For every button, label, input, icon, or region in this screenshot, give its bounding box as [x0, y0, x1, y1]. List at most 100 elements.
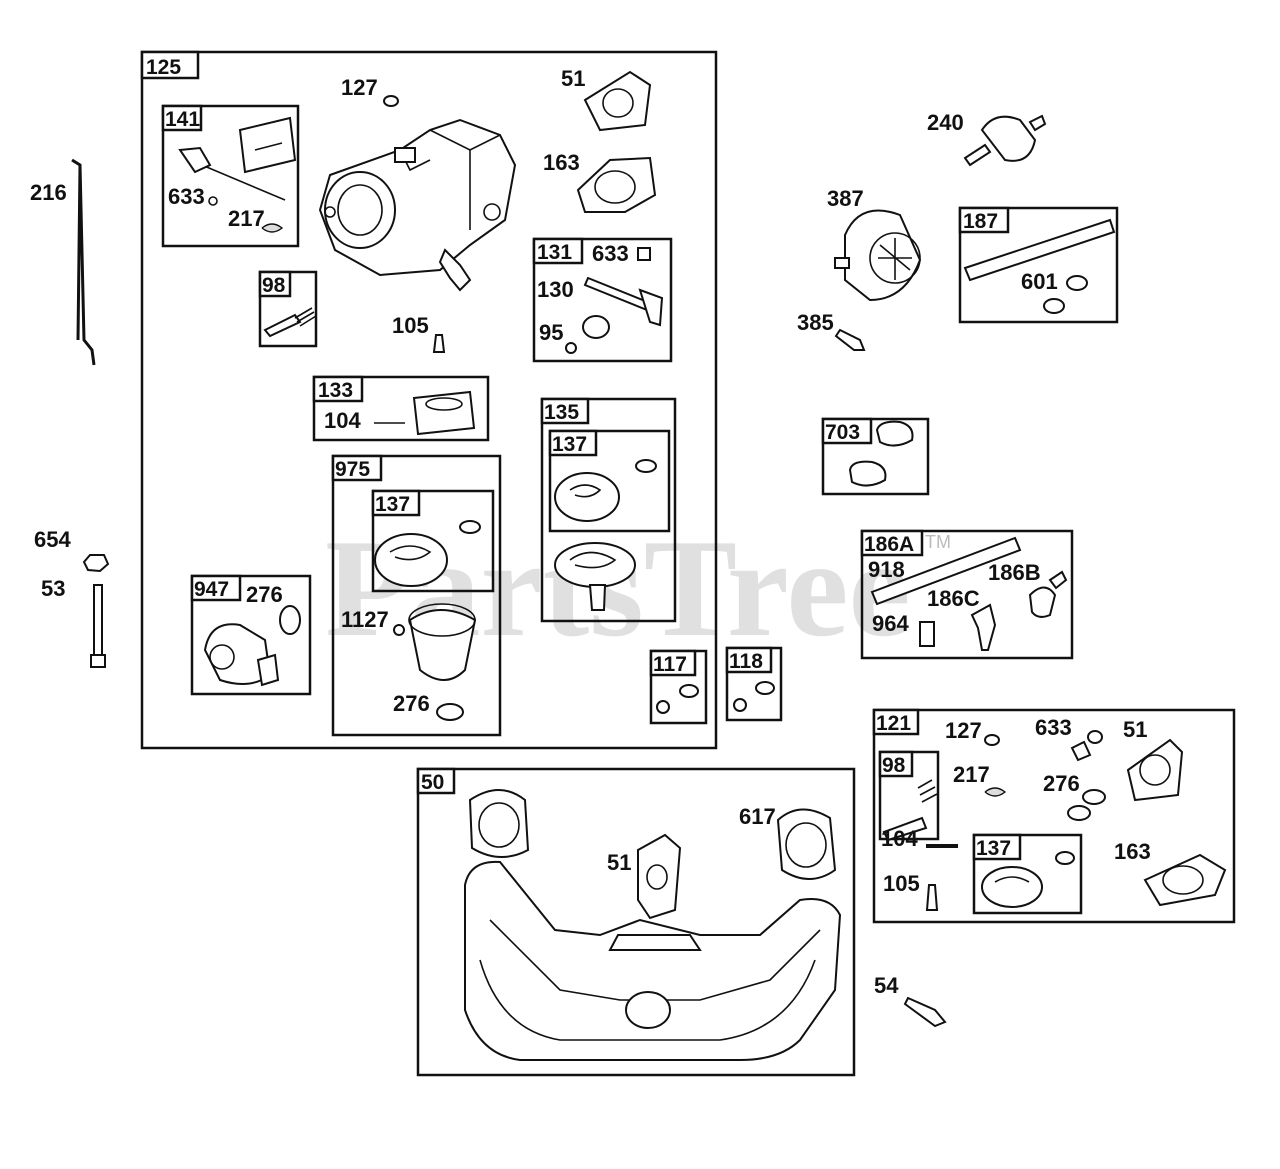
group-975-label: 975 — [335, 458, 370, 481]
callout-104-121[interactable]: 104 — [881, 826, 918, 851]
callout-127-121[interactable]: 127 — [945, 718, 982, 743]
group-186A-label: 186A — [864, 533, 914, 556]
group-137-c-label: 137 — [976, 837, 1011, 860]
callout-276-947[interactable]: 276 — [246, 582, 283, 607]
clamp-703-drawing[interactable] — [848, 420, 914, 487]
group-135-label: 135 — [544, 401, 579, 424]
nut-654-drawing[interactable] — [82, 554, 110, 573]
group-117[interactable]: 117 — [649, 649, 708, 725]
group-947-label: 947 — [194, 578, 229, 601]
group-98-lower[interactable]: 98 — [878, 750, 940, 841]
solenoid-947-drawing[interactable] — [203, 605, 301, 687]
screw-117-drawing[interactable] — [656, 684, 699, 714]
group-121-label: 121 — [876, 712, 911, 735]
fuel-line-186A-drawing[interactable] — [870, 536, 1068, 651]
callout-1127[interactable]: 1127 — [341, 607, 389, 632]
screw-98-upper-drawing[interactable] — [263, 307, 317, 338]
fuel-pump-387-drawing[interactable] — [834, 209, 922, 302]
callout-240[interactable]: 240 — [927, 110, 964, 135]
callout-163-upper[interactable]: 163 — [543, 150, 580, 175]
gasket-set-137a-drawing[interactable] — [554, 459, 657, 522]
group-186A[interactable]: 186A — [860, 529, 1074, 660]
callout-104-133[interactable]: 104 — [324, 408, 361, 433]
group-98-upper-label: 98 — [262, 274, 286, 297]
callout-633-131[interactable]: 633 — [592, 241, 629, 266]
fuel-bowl-135-drawing[interactable] — [554, 542, 636, 611]
callout-217-141[interactable]: 217 — [228, 206, 265, 231]
kit-121-contents-drawing[interactable] — [882, 730, 1227, 911]
fuel-filter-240-drawing[interactable] — [963, 114, 1047, 167]
callout-217-121[interactable]: 217 — [953, 762, 990, 787]
gasket-51-upper-drawing[interactable] — [583, 70, 652, 132]
carburetor-body-drawing[interactable] — [318, 118, 517, 292]
callout-54[interactable]: 54 — [874, 973, 899, 998]
group-118-label: 118 — [729, 650, 763, 673]
group-50-label: 50 — [421, 771, 444, 794]
group-975[interactable]: 975 — [331, 454, 502, 737]
callout-186C[interactable]: 186C — [927, 586, 980, 611]
group-947[interactable]: 947 — [190, 574, 312, 696]
callout-105-121[interactable]: 105 — [883, 871, 920, 896]
group-137-c[interactable]: 137 — [972, 833, 1083, 915]
callout-654[interactable]: 654 — [34, 527, 71, 552]
group-125[interactable]: 125 — [140, 50, 718, 750]
callout-276-975[interactable]: 276 — [393, 691, 430, 716]
gasket-163-upper-drawing[interactable] — [576, 156, 657, 213]
group-703[interactable]: 703 — [821, 417, 930, 496]
group-187[interactable]: 187 — [958, 206, 1119, 324]
callout-127-upper[interactable]: 127 — [341, 75, 378, 100]
callout-387[interactable]: 387 — [827, 186, 864, 211]
group-50[interactable]: 50 — [416, 767, 856, 1077]
callout-105-upper[interactable]: 105 — [392, 313, 429, 338]
fuel-bowl-975-drawing[interactable] — [393, 603, 477, 721]
throttle-assembly-131-drawing[interactable] — [565, 247, 664, 354]
group-121[interactable]: 121 — [872, 708, 1236, 924]
group-131[interactable]: 131 — [532, 237, 673, 363]
callout-617[interactable]: 617 — [739, 804, 776, 829]
callout-385[interactable]: 385 — [797, 310, 834, 335]
callout-95[interactable]: 95 — [539, 320, 563, 345]
governor-link-216-drawing[interactable] — [71, 158, 96, 366]
callout-964[interactable]: 964 — [872, 611, 909, 636]
callout-163-121[interactable]: 163 — [1114, 839, 1151, 864]
callout-601[interactable]: 601 — [1021, 269, 1058, 294]
callout-53[interactable]: 53 — [41, 576, 65, 601]
group-117-label: 117 — [653, 653, 687, 676]
group-98-upper[interactable]: 98 — [258, 270, 318, 348]
callout-633-121[interactable]: 633 — [1035, 715, 1072, 740]
callout-51-lower[interactable]: 51 — [607, 850, 631, 875]
group-141[interactable]: 141 — [161, 104, 300, 248]
callout-633-141[interactable]: 633 — [168, 184, 205, 209]
intake-manifold-50-drawing[interactable] — [464, 789, 842, 1061]
group-137-b[interactable]: 137 — [371, 489, 495, 593]
choke-assembly-141-drawing[interactable] — [178, 116, 297, 233]
o-ring-127-drawing[interactable] — [383, 95, 399, 107]
float-133-drawing[interactable] — [374, 390, 476, 436]
callout-276-121[interactable]: 276 — [1043, 771, 1080, 796]
group-118[interactable]: 118 — [725, 646, 783, 722]
group-137-a-label: 137 — [552, 433, 587, 456]
watermark-tm: TM — [925, 532, 951, 552]
callout-186B[interactable]: 186B — [988, 560, 1041, 585]
callout-918[interactable]: 918 — [868, 557, 905, 582]
group-137-b-label: 137 — [375, 493, 410, 516]
callout-130[interactable]: 130 — [537, 277, 574, 302]
pin-105-upper-drawing[interactable] — [432, 334, 446, 353]
group-703-label: 703 — [825, 421, 860, 444]
screw-385-drawing[interactable] — [834, 328, 866, 351]
group-137-a[interactable]: 137 — [548, 429, 671, 533]
bolt-54-drawing[interactable] — [903, 996, 947, 1028]
gasket-set-137b-drawing[interactable] — [374, 520, 481, 587]
group-141-label: 141 — [165, 108, 200, 131]
group-133[interactable]: 133 — [312, 375, 490, 442]
stud-53-drawing[interactable] — [90, 584, 106, 668]
group-135[interactable]: 135 — [540, 397, 677, 623]
group-98-lower-label: 98 — [882, 754, 906, 777]
screw-118-drawing[interactable] — [733, 681, 775, 712]
callout-51-upper[interactable]: 51 — [561, 66, 585, 91]
group-131-label: 131 — [537, 241, 572, 264]
callout-51-121[interactable]: 51 — [1123, 717, 1147, 742]
fuel-line-187-drawing[interactable] — [963, 218, 1116, 314]
callout-216[interactable]: 216 — [30, 180, 67, 205]
